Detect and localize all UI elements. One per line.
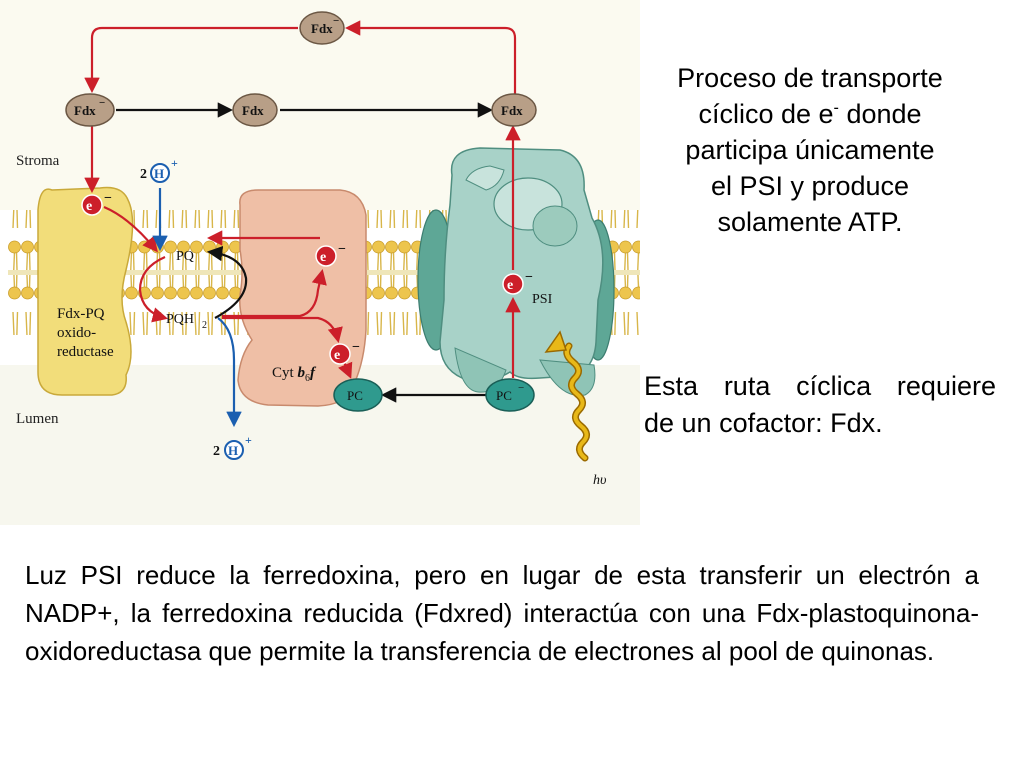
svg-text:PQH: PQH bbox=[166, 312, 194, 327]
arrow-proton-release bbox=[217, 317, 242, 428]
svg-text:Fdx: Fdx bbox=[501, 103, 523, 118]
svg-text:−: − bbox=[518, 382, 524, 394]
fdx-pq-oxidoreductase-label: Fdx-PQ oxido- reductase bbox=[57, 306, 114, 360]
caption-mid-line1: Esta ruta cíclica requiere bbox=[644, 371, 996, 401]
arrow-electron-to-pq bbox=[103, 205, 158, 253]
arrow-pqh2-to-cyt-electron-bottom bbox=[222, 316, 343, 344]
hv-label: hυ bbox=[593, 473, 606, 488]
proton-bottom-badge: 2 H + bbox=[213, 433, 252, 460]
svg-text:+: + bbox=[171, 156, 178, 170]
svg-text:Fdx: Fdx bbox=[74, 103, 96, 118]
pqh2-label: PQH 2 bbox=[166, 312, 207, 331]
pc-left-node: PC bbox=[333, 378, 383, 412]
svg-text:−: − bbox=[333, 15, 339, 27]
arrow-pq-to-pqh2 bbox=[138, 255, 168, 323]
svg-text:−: − bbox=[352, 340, 360, 355]
svg-text:2: 2 bbox=[213, 444, 220, 459]
photon-arrowhead bbox=[544, 330, 568, 353]
svg-text:H: H bbox=[228, 443, 238, 458]
arrow-fdx-top-to-fdx-left bbox=[84, 26, 298, 94]
caption-top-line5: solamente ATP. bbox=[717, 207, 903, 237]
svg-text:−: − bbox=[99, 97, 105, 109]
svg-text:PC: PC bbox=[347, 388, 363, 403]
caption-top-line2: cíclico de e- donde bbox=[698, 99, 922, 129]
svg-text:e: e bbox=[507, 278, 513, 293]
svg-text:Fdx-PQ: Fdx-PQ bbox=[57, 306, 105, 322]
caption-cofactor-note: Esta ruta cíclica requiere de un cofacto… bbox=[644, 368, 996, 442]
stroma-label: Stroma bbox=[16, 153, 60, 169]
electron-fdx-pq: e − bbox=[81, 191, 112, 216]
fdx-pq-oxidoreductase bbox=[37, 186, 134, 396]
photon-wave-inner bbox=[564, 344, 589, 460]
electron-psi: e − bbox=[502, 270, 533, 295]
pc-right-node: PC − bbox=[485, 378, 535, 412]
svg-text:−: − bbox=[104, 191, 112, 206]
electron-cyt-bottom: e − bbox=[329, 340, 360, 365]
lumen-label: Lumen bbox=[16, 411, 59, 427]
fdx-left-node: Fdx − bbox=[65, 93, 115, 127]
pq-label: PQ bbox=[176, 249, 194, 264]
caption-top-line4: el PSI y produce bbox=[710, 171, 910, 201]
psi-label: PSI bbox=[532, 292, 553, 307]
photosystem-i-complex bbox=[417, 147, 615, 397]
caption-process-description: Proceso de transporte cíclico de e- dond… bbox=[650, 60, 970, 240]
svg-text:reductase: reductase bbox=[57, 344, 114, 360]
electron-cyt-top: e − bbox=[315, 242, 346, 267]
caption-top-line3: participa únicamente bbox=[685, 135, 935, 165]
svg-text:2: 2 bbox=[140, 167, 147, 182]
arrow-electron-to-pc-left bbox=[338, 361, 353, 379]
svg-text:+: + bbox=[245, 433, 252, 447]
caption-mid-line2: de un cofactor: Fdx. bbox=[644, 408, 883, 438]
svg-text:H: H bbox=[154, 166, 164, 181]
cyt-b6f-label: Cyt b6f bbox=[272, 365, 317, 384]
svg-text:Fdx: Fdx bbox=[242, 103, 264, 118]
svg-text:Fdx: Fdx bbox=[311, 21, 333, 36]
svg-text:oxido-: oxido- bbox=[57, 325, 96, 341]
svg-text:e: e bbox=[334, 348, 340, 363]
cyclic-electron-transport-diagram: Fdx − Fdx − Fdx Fdx Stroma Lumen 2 H + 2… bbox=[0, 0, 640, 525]
caption-top-line1: Proceso de transporte bbox=[677, 63, 943, 93]
fdx-mid-node: Fdx bbox=[232, 93, 278, 127]
svg-text:−: − bbox=[338, 242, 346, 257]
svg-text:−: − bbox=[525, 270, 533, 285]
arrow-pqh2-to-cyt-electron-top bbox=[222, 268, 327, 318]
arrow-psi-to-fdx-top bbox=[344, 20, 517, 108]
svg-text:e: e bbox=[86, 199, 92, 214]
svg-text:2: 2 bbox=[202, 320, 207, 331]
fdx-top-node: Fdx − bbox=[299, 11, 345, 45]
fdx-right-node: Fdx bbox=[491, 93, 537, 127]
body-paragraph: Luz PSI reduce la ferredoxina, pero en l… bbox=[25, 560, 979, 666]
arrow-pqh2-cycle-back bbox=[206, 245, 248, 319]
svg-text:e: e bbox=[320, 250, 326, 265]
proton-top-badge: 2 H + bbox=[140, 156, 178, 183]
svg-text:PC: PC bbox=[496, 388, 512, 403]
